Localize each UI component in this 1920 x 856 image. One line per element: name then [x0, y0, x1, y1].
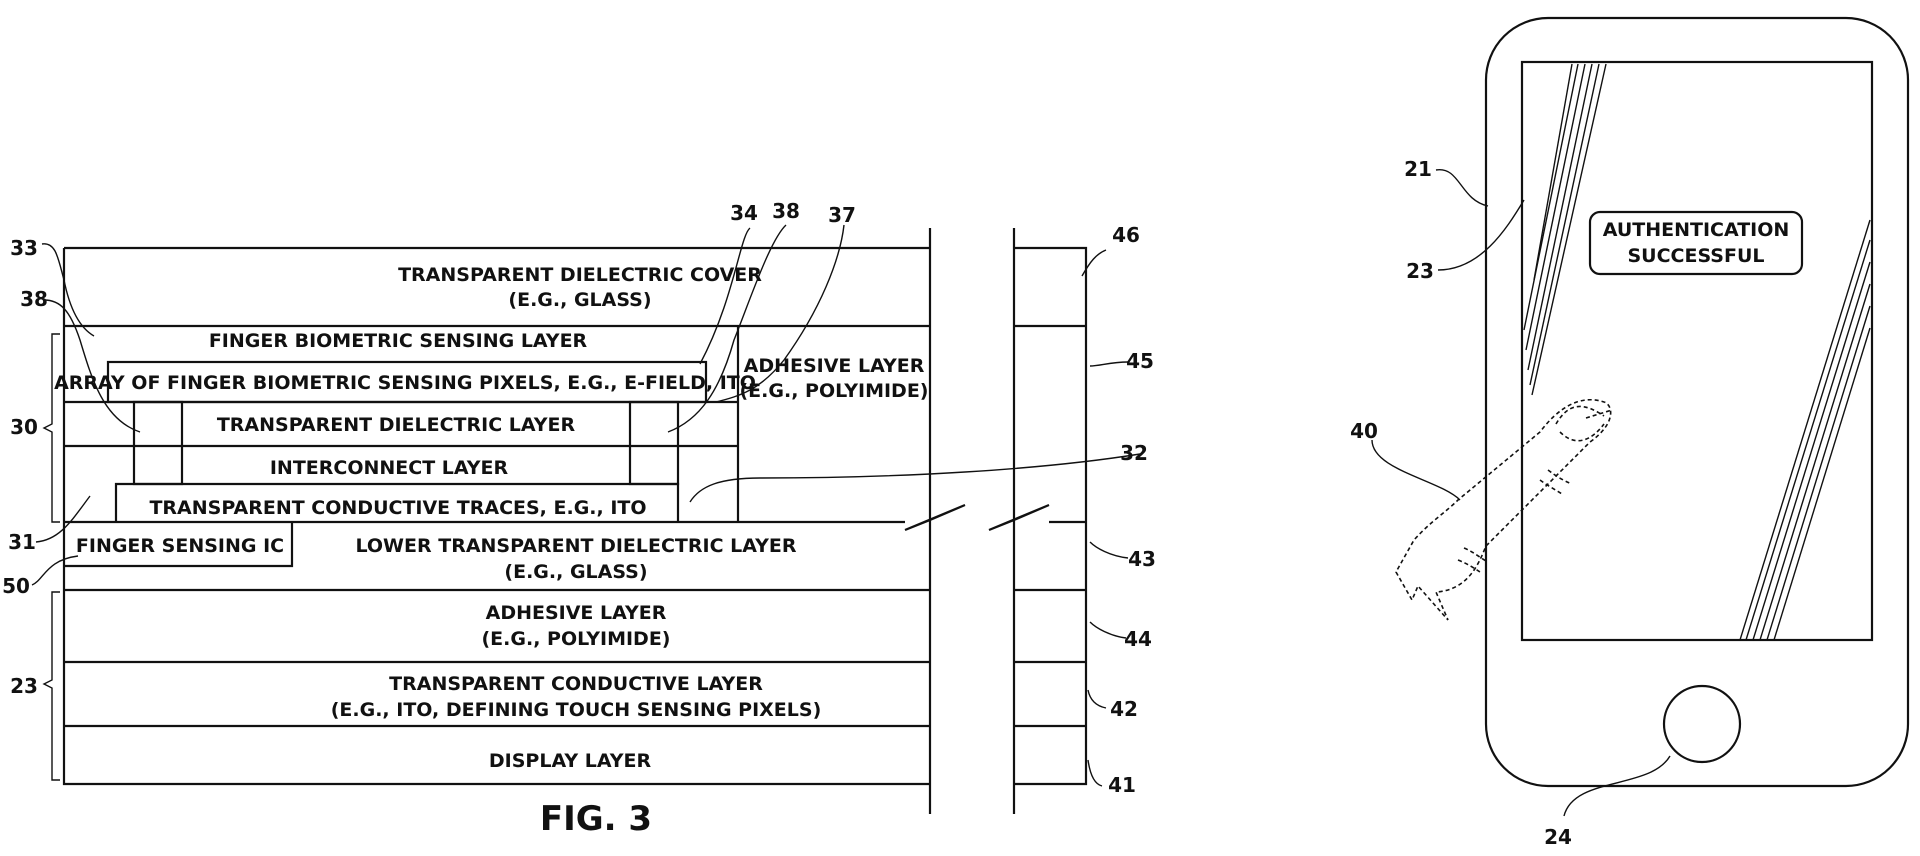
interconnect-label: INTERCONNECT LAYER [270, 457, 509, 479]
ref-24: 24 [1544, 825, 1572, 849]
ref-42: 42 [1110, 697, 1138, 721]
ref-38-top: 38 [772, 199, 800, 223]
upper-adhesive-sublabel: (E.G., POLYIMIDE) [740, 380, 929, 402]
layer-stack: TRANSPARENT DIELECTRIC COVER (E.G., GLAS… [2, 199, 1156, 839]
ref-50: 50 [2, 574, 30, 598]
phone-body [1484, 16, 1910, 788]
phone-drawing: AUTHENTICATION SUCCESSFUL 21 23 40 24 [1350, 16, 1910, 849]
display-label: DISPLAY LAYER [489, 750, 652, 772]
ref-40: 40 [1350, 419, 1378, 443]
home-button [1662, 684, 1742, 764]
ref-21: 21 [1404, 157, 1432, 181]
ref-44: 44 [1124, 627, 1152, 651]
biometric-layer-label: FINGER BIOMETRIC SENSING LAYER [209, 330, 588, 352]
ref-23-left: 23 [10, 674, 38, 698]
ref-37: 37 [828, 203, 856, 227]
upper-adhesive-label: ADHESIVE LAYER [744, 355, 925, 377]
lower-adhesive-label: ADHESIVE LAYER [486, 602, 667, 624]
ref-23-right: 23 [1406, 259, 1434, 283]
traces-label: TRANSPARENT CONDUCTIVE TRACES, E.G., ITO [149, 497, 646, 519]
ref-38-left: 38 [20, 287, 48, 311]
conductive-sublabel: (E.G., ITO, DEFINING TOUCH SENSING PIXEL… [331, 699, 822, 721]
auth-message-line2: SUCCESSFUL [1627, 245, 1764, 267]
lower-dielectric-sublabel: (E.G., GLASS) [504, 561, 647, 583]
ref-45: 45 [1126, 349, 1154, 373]
ref-34: 34 [730, 201, 758, 225]
cover-label: TRANSPARENT DIELECTRIC COVER [398, 264, 762, 286]
ref-41: 41 [1108, 773, 1136, 797]
auth-message-line1: AUTHENTICATION [1603, 219, 1790, 241]
dielectric-label: TRANSPARENT DIELECTRIC LAYER [217, 414, 576, 436]
ref-31: 31 [8, 530, 36, 554]
finger-outline [1395, 398, 1612, 621]
ref-43: 43 [1128, 547, 1156, 571]
lower-adhesive-sublabel: (E.G., POLYIMIDE) [482, 628, 671, 650]
conductive-label: TRANSPARENT CONDUCTIVE LAYER [389, 673, 763, 695]
ref-32: 32 [1120, 441, 1148, 465]
phone-screen [1520, 60, 1874, 642]
auth-message-box [1588, 210, 1804, 276]
cover-sublabel: (E.G., GLASS) [508, 289, 651, 311]
lower-dielectric-label: LOWER TRANSPARENT DIELECTRIC LAYER [355, 535, 796, 557]
screen-glare [1523, 63, 1871, 641]
pixel-array-label: ARRAY OF FINGER BIOMETRIC SENSING PIXELS… [54, 372, 756, 394]
figure-caption: FIG. 3 [540, 799, 652, 839]
ref-30: 30 [10, 415, 38, 439]
ref-33: 33 [10, 236, 38, 260]
sensing-ic-label: FINGER SENSING IC [76, 535, 284, 557]
ref-46: 46 [1112, 223, 1140, 247]
